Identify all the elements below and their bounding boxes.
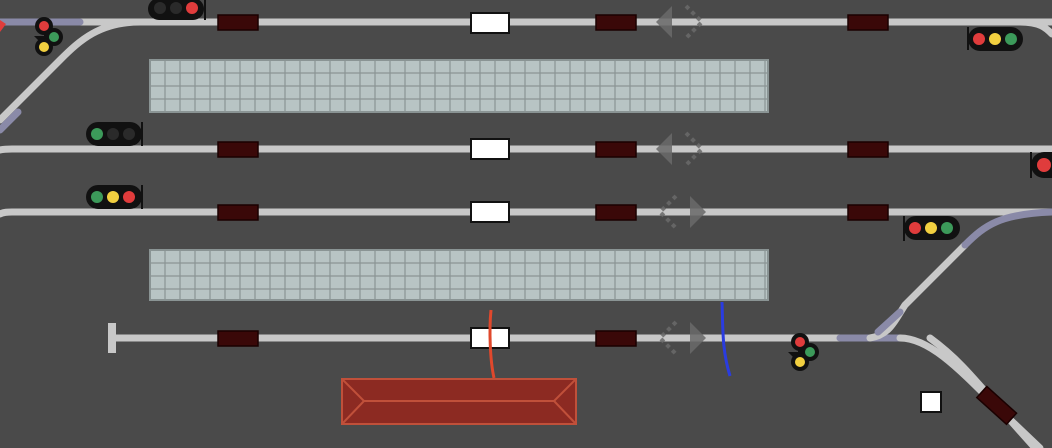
track-2[interactable]	[0, 145, 1052, 154]
wire-red	[488, 309, 496, 379]
direction-left-icon[interactable]	[656, 4, 705, 40]
direction-right-icon[interactable]	[657, 194, 706, 230]
wire-blue	[720, 301, 732, 377]
direction-left-icon[interactable]	[656, 131, 705, 167]
platform-south	[149, 249, 769, 301]
section-markers	[217, 14, 1018, 426]
signal-track2-east[interactable]	[1030, 152, 1052, 178]
station-building	[341, 378, 577, 425]
signal-track3-east[interactable]	[903, 216, 960, 241]
track-4[interactable]	[108, 208, 1052, 448]
signal-junction-east[interactable]	[788, 333, 819, 371]
track-3[interactable]	[0, 208, 1052, 218]
direction-right-icon[interactable]	[657, 320, 706, 356]
signal-track3-west[interactable]	[86, 185, 143, 209]
buffer-stop	[108, 323, 116, 353]
signal-track1-east[interactable]	[967, 27, 1023, 51]
platform-north	[149, 59, 769, 113]
signal-junction-west[interactable]	[0, 17, 63, 56]
signal-track1-west[interactable]	[148, 0, 206, 20]
signal-track2-west[interactable]	[86, 122, 143, 146]
